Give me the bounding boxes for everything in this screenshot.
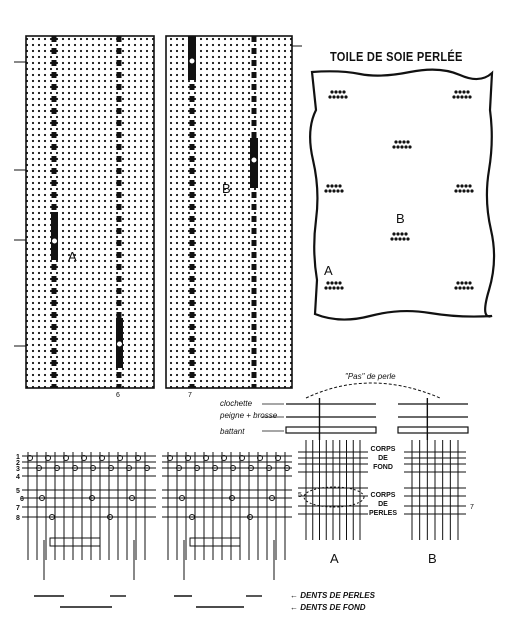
section-label-b: B: [428, 551, 437, 566]
pearl-clusters: [324, 90, 474, 290]
row-number-2: 2: [16, 460, 20, 467]
row-number-6: 6: [20, 496, 24, 503]
legend-dents-fond: ← DENTS DE FOND: [290, 603, 366, 612]
row-number-7: 7: [16, 505, 20, 512]
pearl-bar-a: [51, 212, 58, 260]
corps-fond-label-1: CORPS: [370, 446, 396, 453]
pattern-label-a: A: [68, 249, 77, 264]
inner-row-number: 5: [298, 492, 302, 499]
dent-legend-lines: [34, 595, 262, 608]
corps-perles-label-2: DE: [378, 501, 388, 508]
diagram-title: TOILE DE SOIE PERLÉE: [330, 49, 463, 64]
reed-section-b: [404, 398, 466, 540]
legend-dents-perles: ← DENTS DE PERLES: [290, 591, 375, 600]
lift-diagram-left: [22, 452, 156, 580]
clochette-label: clochette: [220, 399, 253, 408]
pattern-label-b: B: [222, 181, 231, 196]
lift-diagram-right: [162, 452, 292, 580]
figure-number-6: 6: [116, 392, 120, 399]
battant-label: battant: [220, 427, 245, 436]
pattern-panel-left: [14, 35, 155, 389]
row-number-4: 4: [16, 474, 20, 481]
row-number-3: 3: [16, 466, 20, 473]
pas-de-perle-label: "Pas" de perle: [345, 372, 396, 381]
sample-label-a: A: [324, 263, 333, 278]
corps-fond-label-3: FOND: [373, 464, 393, 471]
section-label-a: A: [330, 551, 339, 566]
right-row-number: 7: [470, 504, 474, 511]
sample-label-b: B: [396, 211, 405, 226]
corps-perles-label-1: CORPS: [370, 492, 396, 499]
row-number-8: 8: [16, 515, 20, 522]
figure-number-7: 7: [188, 392, 192, 399]
fabric-sample: [309, 68, 496, 321]
reed-section-a: [298, 398, 368, 540]
peigne-label: peigne + brosse: [220, 411, 278, 420]
pattern-panel-right: [165, 35, 302, 389]
row-number-5: 5: [16, 488, 20, 495]
reed-mechanism: [262, 382, 469, 434]
corps-fond-label-2: DE: [378, 455, 388, 462]
corps-perles-label-3: PERLES: [368, 510, 397, 517]
row-number-1: 1: [16, 454, 20, 461]
